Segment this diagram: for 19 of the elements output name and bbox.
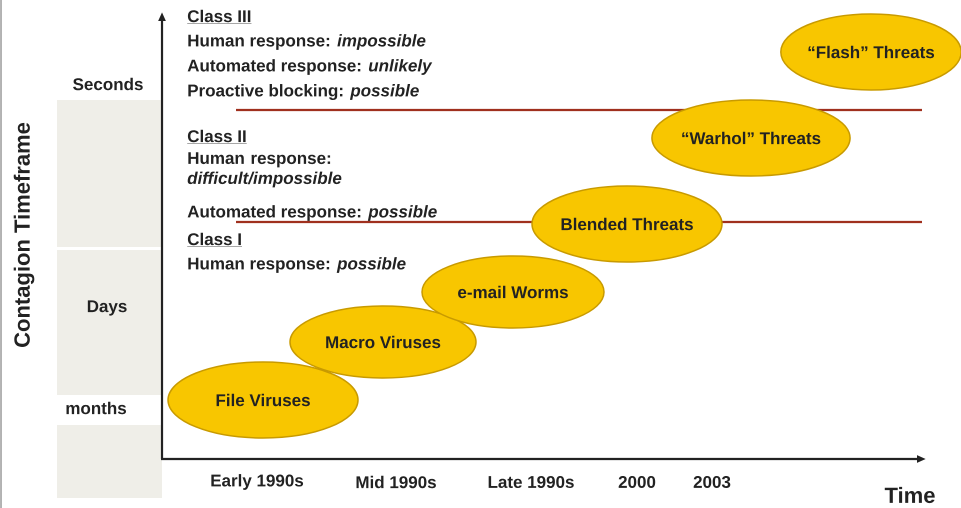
- axis-tick-label: Early 1990s: [211, 474, 304, 490]
- axis-tick-label: 2003: [694, 476, 730, 488]
- class-heading: Class II: [187, 130, 247, 144]
- class-heading: Class I: [187, 232, 242, 247]
- axis-tick-label: 2000: [618, 476, 656, 488]
- class-description: Automated response: possible: [188, 205, 437, 221]
- axis-title: Time: [884, 486, 935, 504]
- axis-title: Contagion Timeframe: [14, 122, 34, 347]
- class-description: Automated response: unlikely: [188, 59, 432, 75]
- class-description: Human response: impossible: [188, 34, 426, 50]
- class-description: Proactive blocking: possible: [188, 84, 419, 100]
- axis-tick-label: Seconds: [73, 78, 143, 90]
- axis-tick-label: months: [66, 402, 126, 414]
- class-description: Human response: difficult/impossible: [188, 152, 342, 188]
- axis-tick-label: Late 1990s: [488, 476, 574, 488]
- axis-tick-label: Days: [88, 300, 127, 316]
- class-description: Human response: possible: [188, 257, 406, 273]
- axis-tick-label: Mid 1990s: [356, 476, 436, 488]
- class-heading: Class III: [187, 10, 252, 24]
